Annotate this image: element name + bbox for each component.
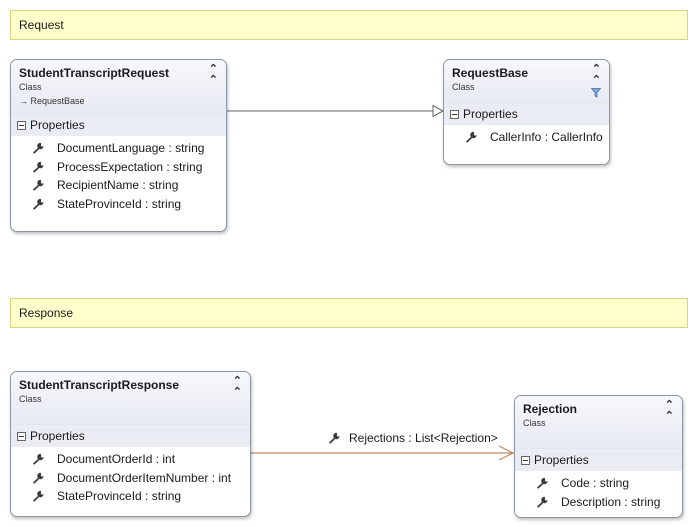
wrench-icon [31, 453, 45, 465]
collapse-icon[interactable]: ⌃⌃ [232, 375, 242, 398]
property-item[interactable]: StateProvinceId : string [11, 487, 250, 506]
minus-box-icon[interactable] [450, 109, 459, 119]
minus-box-icon[interactable] [17, 431, 26, 441]
properties-section[interactable]: Properties [444, 102, 609, 125]
class-student-transcript-response[interactable]: StudentTranscriptResponse Class ⌃⌃ Prope… [10, 371, 251, 517]
class-kind: Class [19, 82, 42, 92]
association-rejections[interactable]: Rejections : List<Rejection> [327, 431, 498, 445]
class-name: Rejection [523, 402, 578, 416]
class-kind: Class [19, 394, 42, 404]
property-item[interactable]: DocumentOrderId : int [11, 450, 250, 469]
section-label: Properties [463, 107, 518, 121]
property-label: DocumentLanguage : string [57, 141, 205, 155]
class-rejection[interactable]: Rejection Class ⌃⌃ Properties Code : str… [514, 395, 683, 518]
property-item[interactable]: RecipientName : string [11, 176, 226, 195]
filter-icon[interactable] [591, 88, 601, 98]
wrench-icon [327, 432, 341, 444]
property-item[interactable]: Description : string [515, 493, 682, 512]
class-header: RequestBase Class ⌃⌃ [444, 60, 609, 102]
association-label: Rejections : List<Rejection> [349, 431, 498, 445]
property-item[interactable]: ProcessExpectation : string [11, 158, 226, 177]
wrench-icon [464, 131, 478, 143]
wrench-icon [31, 490, 45, 502]
wrench-icon [31, 198, 45, 210]
wrench-icon [31, 472, 45, 484]
property-label: StateProvinceId : string [57, 196, 182, 211]
property-label: ProcessExpectation : string [57, 159, 203, 174]
properties-section[interactable]: Properties [11, 424, 250, 447]
wrench-icon [31, 142, 45, 154]
class-kind: Class [523, 418, 546, 428]
property-item[interactable]: StateProvinceId : string [11, 195, 226, 214]
class-name: StudentTranscriptRequest [19, 66, 170, 80]
note-text: Request [19, 18, 64, 32]
wrench-icon [535, 496, 549, 508]
note-text: Response [19, 306, 74, 320]
inheritance-arrowhead [432, 104, 445, 118]
property-list: Code : string Description : string [515, 471, 682, 515]
section-label: Properties [30, 429, 85, 443]
minus-box-icon[interactable] [521, 455, 530, 465]
minus-box-icon[interactable] [17, 120, 26, 130]
section-label: Properties [30, 118, 85, 132]
property-label: DocumentOrderId : int [57, 452, 176, 466]
note-response[interactable]: Response [10, 298, 688, 328]
collapse-icon[interactable]: ⌃⌃ [591, 63, 601, 86]
property-label: RecipientName : string [57, 178, 179, 192]
class-name: StudentTranscriptResponse [19, 378, 180, 392]
property-label: Code : string [561, 476, 630, 490]
property-item[interactable]: DocumentLanguage : string [11, 139, 226, 158]
property-label: StateProvinceId : string [57, 489, 182, 503]
note-request[interactable]: Request [10, 10, 688, 40]
property-item[interactable]: DocumentOrderItemNumber : int [11, 469, 250, 488]
property-label: DocumentOrderItemNumber : int [57, 470, 232, 485]
class-header: StudentTranscriptRequest Class → Request… [11, 60, 226, 113]
class-student-transcript-request[interactable]: StudentTranscriptRequest Class → Request… [10, 59, 227, 232]
class-name: RequestBase [452, 66, 529, 80]
properties-section[interactable]: Properties [11, 113, 226, 136]
class-kind: Class [452, 82, 475, 92]
property-item[interactable]: Code : string [515, 474, 682, 493]
collapse-icon[interactable]: ⌃⌃ [664, 399, 674, 422]
section-label: Properties [534, 453, 589, 467]
wrench-icon [31, 179, 45, 191]
class-header: Rejection Class ⌃⌃ [515, 396, 682, 448]
collapse-icon[interactable]: ⌃⌃ [208, 63, 218, 86]
property-list: DocumentLanguage : string ProcessExpecta… [11, 136, 226, 217]
properties-section[interactable]: Properties [515, 448, 682, 471]
wrench-icon [31, 161, 45, 173]
property-label: Description : string [561, 494, 661, 509]
base-class-label: → RequestBase [19, 96, 85, 106]
wrench-icon [535, 477, 549, 489]
property-item[interactable]: CallerInfo : CallerInfo [444, 128, 609, 147]
property-label: CallerInfo : CallerInfo [490, 130, 603, 144]
property-list: DocumentOrderId : int DocumentOrderItemN… [11, 447, 250, 510]
class-request-base[interactable]: RequestBase Class ⌃⌃ Properties CallerIn… [443, 59, 610, 165]
association-arrowhead [498, 445, 515, 461]
class-header: StudentTranscriptResponse Class ⌃⌃ [11, 372, 250, 424]
property-list: CallerInfo : CallerInfo [444, 125, 609, 151]
